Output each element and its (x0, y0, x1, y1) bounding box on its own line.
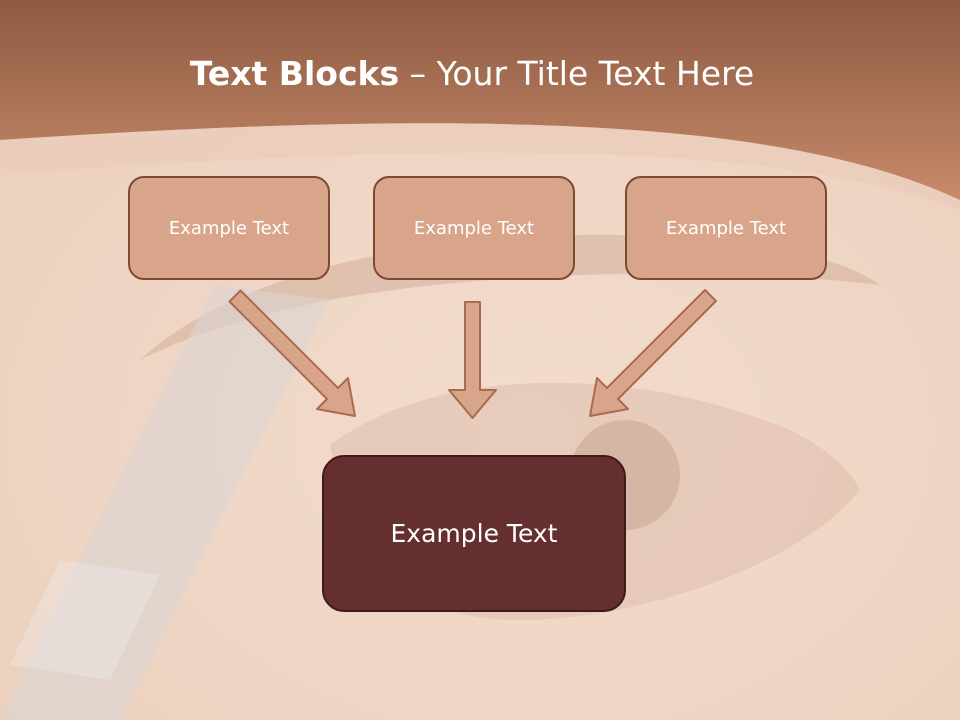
text-block-right[interactable]: Example Text (625, 176, 827, 280)
text-block-left[interactable]: Example Text (128, 176, 330, 280)
arrow-left (228, 289, 356, 417)
header-curve-highlight (0, 123, 960, 210)
slide-title: Text Blocks – Your Title Text Here (0, 52, 944, 96)
brush-handle-shape (0, 285, 330, 720)
text-block-center[interactable]: Example Text (373, 176, 575, 280)
title-rest: Your Title Text Here (436, 54, 755, 93)
header-band (0, 0, 960, 200)
title-bold: Text Blocks (189, 54, 400, 93)
brush-ferrule-shape (10, 560, 160, 680)
arrow-center (448, 301, 497, 419)
target-block[interactable]: Example Text (322, 455, 626, 612)
arrow-right (589, 289, 717, 417)
title-separator: – (399, 54, 437, 93)
